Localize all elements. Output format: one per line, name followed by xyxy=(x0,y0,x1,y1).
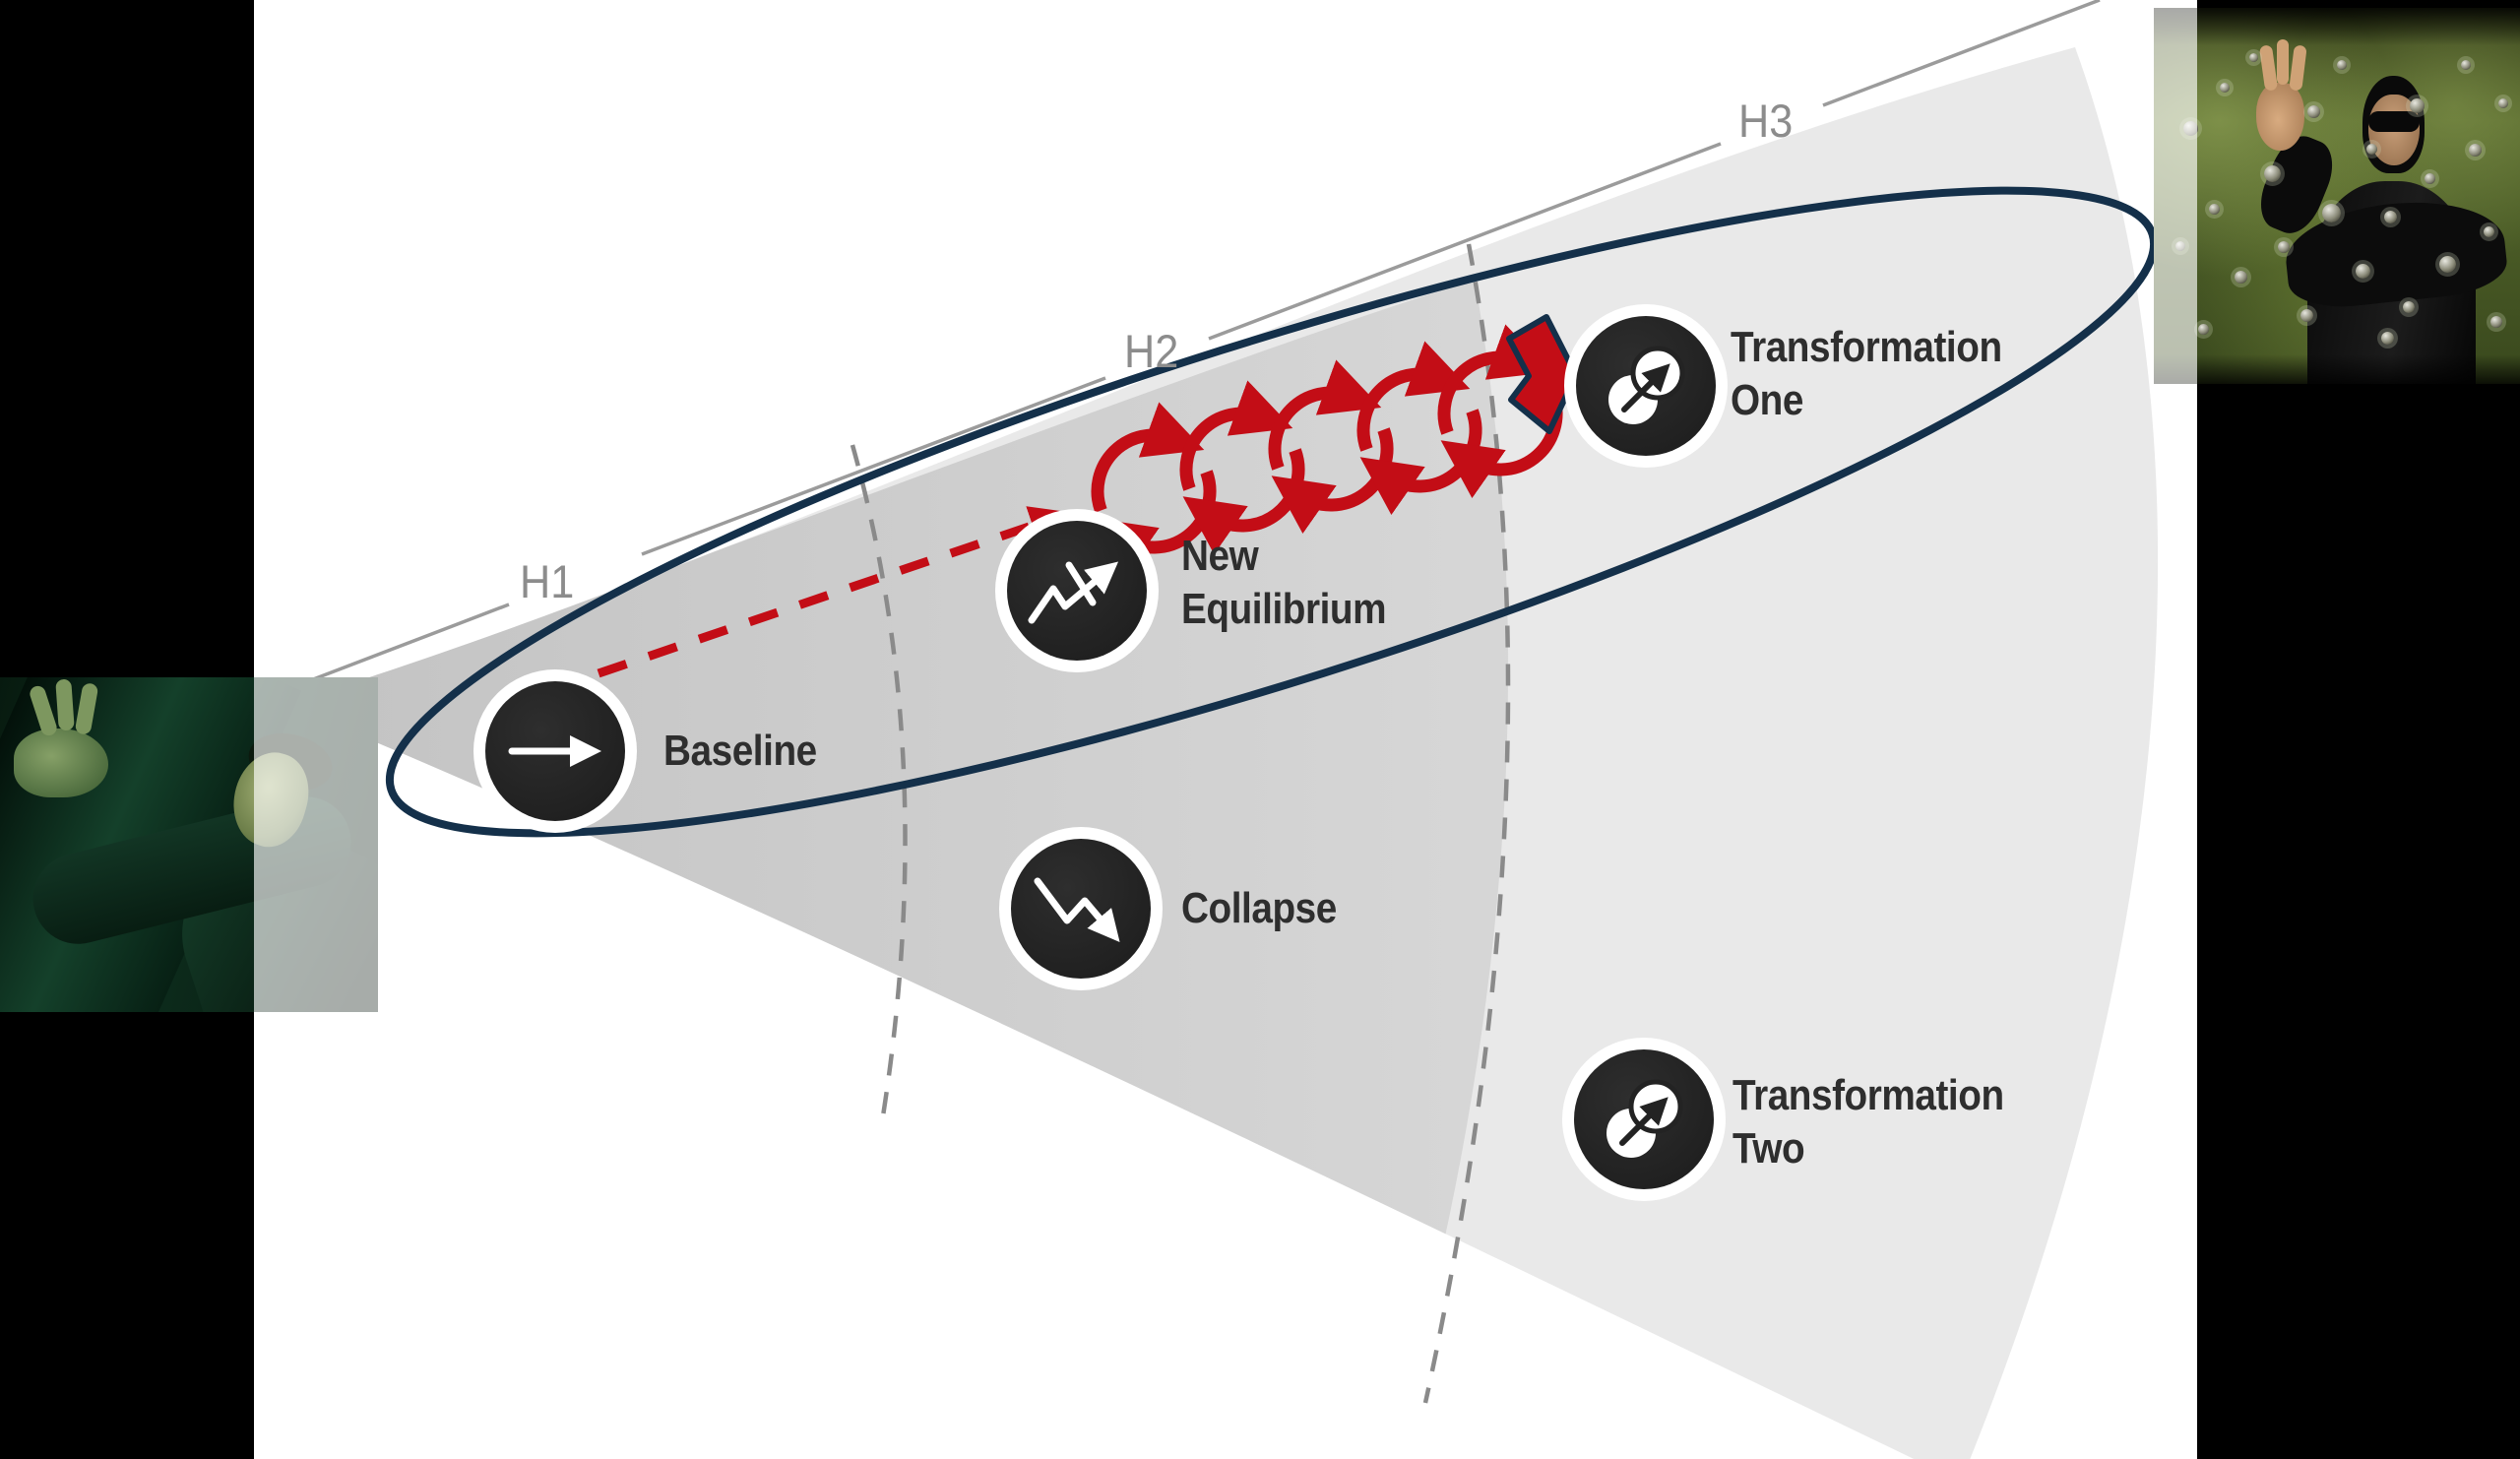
overlapping-circles-arrow-icon xyxy=(1606,1079,1683,1158)
bullet-dot xyxy=(2300,308,2313,322)
horizon-leader-line xyxy=(294,0,2101,688)
node-transformation-one xyxy=(1564,304,1728,468)
bullet-dot xyxy=(2490,316,2503,329)
sunglasses xyxy=(2367,111,2420,133)
node-collapse xyxy=(999,827,1163,990)
bullet-dot xyxy=(2234,271,2247,285)
node-transformation-two xyxy=(1562,1038,1726,1201)
right-still-fade-overlay xyxy=(2154,8,2197,384)
horizon-band-inner xyxy=(285,280,1509,1314)
bullet-dot xyxy=(2219,83,2230,94)
bullet-dot xyxy=(2497,97,2508,108)
red-dashed-trajectory xyxy=(597,506,1072,678)
bullet-dot xyxy=(2410,97,2426,113)
bullet-dot xyxy=(2439,256,2457,274)
horizon-label-h3: H3 xyxy=(1738,95,1794,147)
broken-trajectory-icon xyxy=(1028,561,1119,624)
horizon-label-h1: H1 xyxy=(520,555,575,607)
horizon-divider-arc-1 xyxy=(850,444,908,1123)
bullet-dot xyxy=(2355,263,2370,279)
red-block-arrow xyxy=(1506,314,1579,434)
matrix-neo-bullet-stop-still xyxy=(2154,8,2520,384)
bullet-dot xyxy=(2322,203,2342,222)
bullet-dot xyxy=(2468,143,2482,157)
node-label-transformation-two: Transformation Two xyxy=(1732,1071,2004,1173)
bullet-dot xyxy=(2197,323,2209,335)
bullet-dot xyxy=(2263,165,2281,183)
node-label-collapse: Collapse xyxy=(1181,884,1337,932)
bullet-dot xyxy=(2337,60,2347,71)
bullet-dot xyxy=(2384,211,2398,224)
bullet-dot xyxy=(2425,173,2436,185)
bullet-dot xyxy=(2461,60,2472,71)
node-label-baseline: Baseline xyxy=(663,727,817,775)
bullet-dot xyxy=(2365,143,2377,155)
bullet-dot xyxy=(2402,300,2415,313)
node-baseline xyxy=(473,669,637,833)
downward-zigzag-icon xyxy=(1034,877,1120,943)
left-still-fade-overlay xyxy=(254,677,378,1012)
figure-hand xyxy=(14,729,108,797)
bullet-dot xyxy=(2278,240,2291,253)
bullet-dot xyxy=(2208,203,2220,215)
bullet-dot xyxy=(2380,331,2394,345)
horizon-label-h2: H2 xyxy=(1124,325,1179,377)
bullet-dot xyxy=(2307,105,2321,119)
raised-palm xyxy=(2256,83,2304,152)
node-new-equilibrium xyxy=(995,509,1159,672)
node-label-transformation-one: Transformation One xyxy=(1731,323,2002,424)
bullet-dot xyxy=(2248,52,2258,62)
bullet-dot xyxy=(2483,225,2494,237)
node-label-new-equilibrium: New Equilibrium xyxy=(1181,532,1387,633)
horizon-divider-arc-2 xyxy=(1422,243,1511,1404)
overlapping-circles-arrow-icon xyxy=(1608,346,1685,424)
nodes-layer xyxy=(473,304,1728,1201)
highlight-ellipse xyxy=(385,186,2159,838)
